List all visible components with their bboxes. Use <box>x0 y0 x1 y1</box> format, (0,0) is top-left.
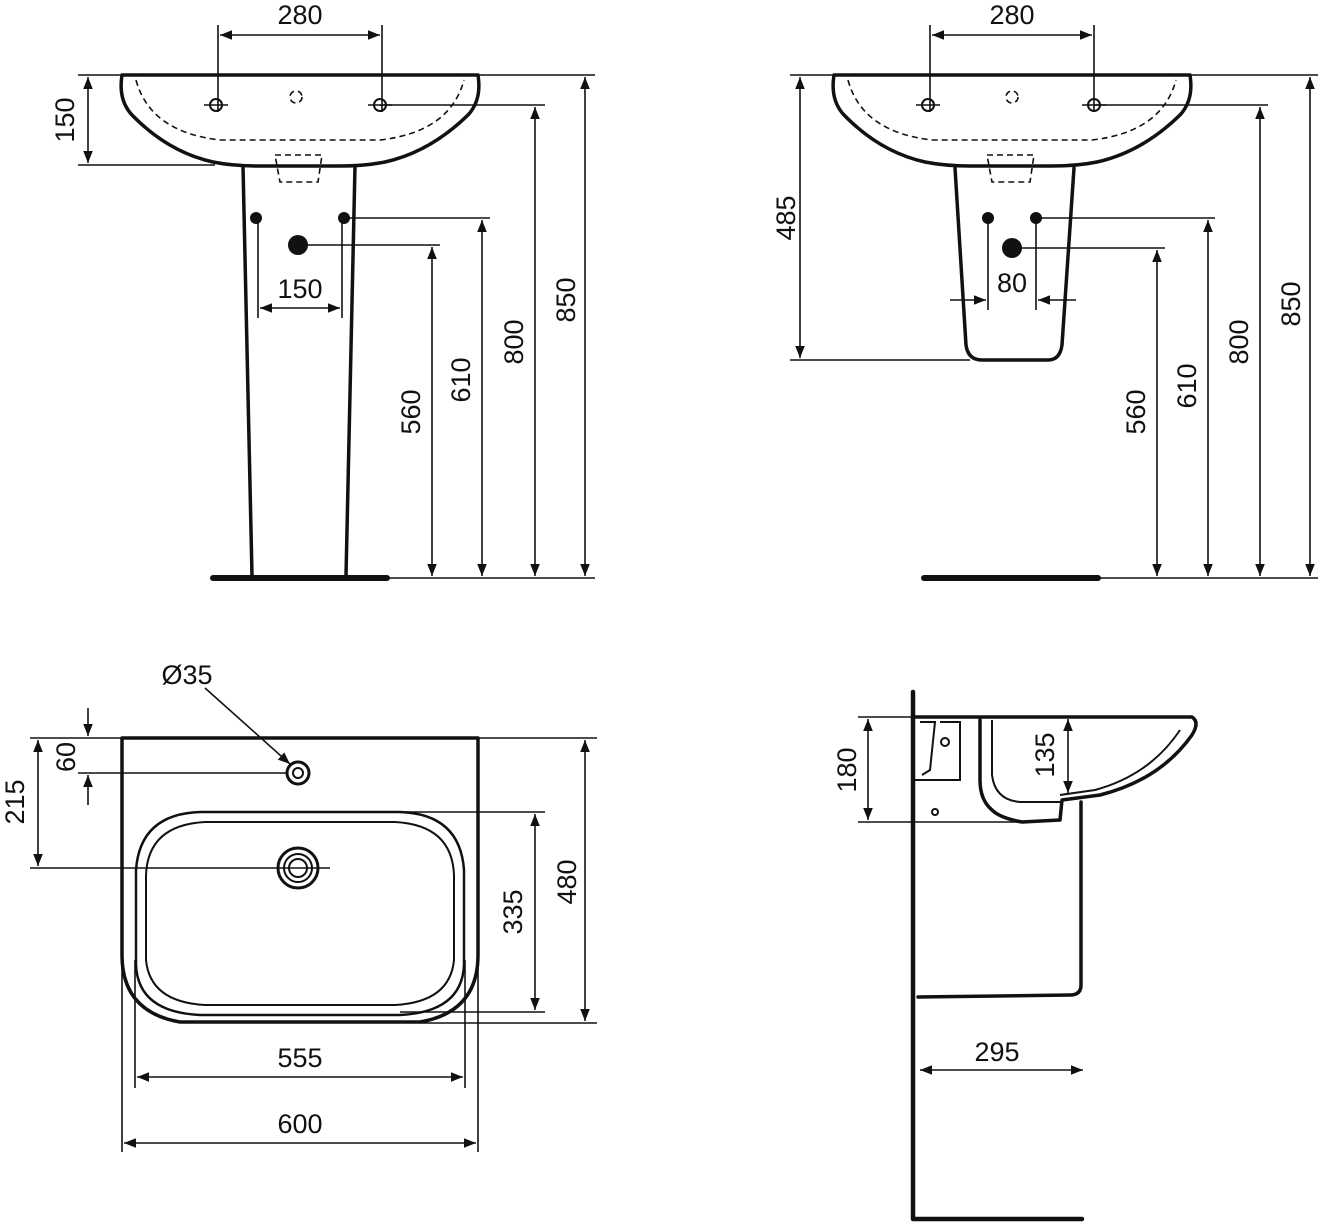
waste-outlet <box>274 154 323 183</box>
dim-610: 610 <box>1172 363 1202 408</box>
dim-tap-diameter: Ø35 <box>161 660 212 690</box>
basin-profile <box>911 715 1198 824</box>
dim-850: 850 <box>551 277 581 322</box>
tap-hole-icons <box>204 90 392 112</box>
dim-280: 280 <box>989 0 1034 30</box>
dim-800: 800 <box>1224 319 1254 364</box>
bowl-hidden-line <box>847 79 1177 141</box>
dim-150-spacing: 150 <box>277 274 322 304</box>
bowl-hidden-line <box>135 79 465 141</box>
tap-hole-icon <box>285 760 311 786</box>
basin-outline <box>831 73 1193 168</box>
tap-hole-inner <box>292 767 304 779</box>
side-view: 180 135 295 <box>832 689 1198 1222</box>
dim-485: 485 <box>771 195 801 240</box>
bowl-inner <box>145 821 455 1006</box>
dim-80: 80 <box>997 268 1027 298</box>
waste-outlet <box>986 154 1035 183</box>
dim-150-height: 150 <box>50 97 80 142</box>
wall <box>910 689 1085 1222</box>
dimension-lines <box>78 25 595 579</box>
pedestal <box>241 164 357 578</box>
dimension-lines <box>30 687 597 1152</box>
dim-60: 60 <box>51 742 81 772</box>
fixing-hole-icon <box>931 808 939 816</box>
dim-480: 480 <box>552 859 582 904</box>
dim-280: 280 <box>277 0 322 30</box>
bowl-inner-line <box>991 720 1181 803</box>
basin-outline <box>120 736 480 1024</box>
dimension-lines <box>790 25 1318 579</box>
basin-outline <box>119 73 481 168</box>
dimension-lines <box>858 716 1083 1075</box>
tap-hole-icons <box>916 90 1106 112</box>
dim-180: 180 <box>832 747 862 792</box>
back-bracket <box>915 721 961 781</box>
dim-335: 335 <box>498 889 528 934</box>
dim-600: 600 <box>277 1109 322 1139</box>
bowl-outer <box>134 810 466 1017</box>
dim-560: 560 <box>1121 389 1151 434</box>
dim-215: 215 <box>0 779 30 824</box>
semi-pedestal <box>953 166 1076 362</box>
front-view-semipedestal: 280 485 80 560 610 800 850 <box>771 0 1318 581</box>
dim-560: 560 <box>396 389 426 434</box>
fixing-hole-icon <box>940 737 950 747</box>
dim-555: 555 <box>277 1043 322 1073</box>
dim-800: 800 <box>499 319 529 364</box>
front-view-pedestal: 280 150 150 560 610 800 850 <box>50 0 595 581</box>
dim-850: 850 <box>1276 281 1306 326</box>
dim-295: 295 <box>974 1037 1019 1067</box>
semi-pedestal-profile <box>916 800 1083 999</box>
dim-610: 610 <box>446 357 476 402</box>
plan-view: Ø35 60 215 335 480 555 600 <box>0 660 597 1152</box>
dim-135: 135 <box>1030 732 1060 777</box>
